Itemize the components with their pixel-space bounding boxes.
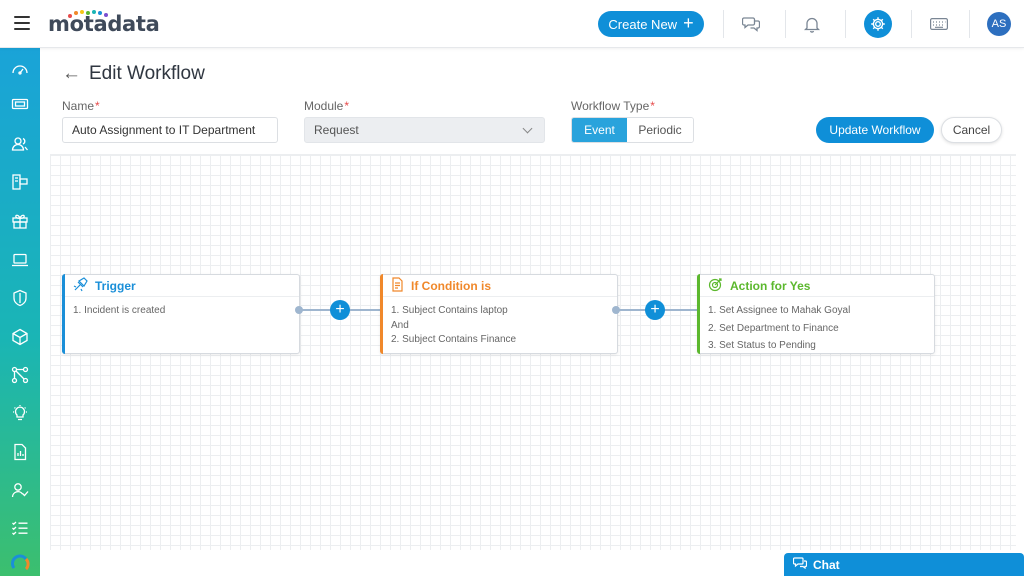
node-accent-bar (62, 274, 65, 354)
divider (969, 10, 970, 38)
left-sidebar (0, 48, 40, 576)
type-option-event[interactable]: Event (572, 118, 627, 142)
laptop-icon[interactable] (10, 250, 30, 270)
add-step-button[interactable]: + (645, 300, 665, 320)
motadata-logo[interactable]: motadata (48, 10, 160, 38)
connector-dot (612, 306, 620, 314)
add-step-button[interactable]: + (330, 300, 350, 320)
node-line: And (391, 319, 409, 331)
page-title: ← Edit Workflow (62, 63, 205, 85)
node-line: 1. Set Assignee to Mahak Goyal (708, 305, 851, 316)
dashboard-icon[interactable] (10, 59, 30, 79)
workflow-type-toggle: Event Periodic (571, 117, 694, 143)
divider (785, 10, 786, 38)
node-title: If Condition is (411, 278, 491, 293)
logo-text: motadata (48, 12, 160, 36)
arrow-left-icon[interactable]: ← (62, 63, 81, 84)
chat-button[interactable]: Chat (784, 553, 1024, 576)
chat-bubbles-icon[interactable] (740, 13, 762, 35)
loader-icon (10, 554, 30, 574)
divider (911, 10, 912, 38)
node-line: 2. Subject Contains Finance (391, 334, 517, 345)
workflow-type-label: Workflow Type* (571, 99, 655, 113)
create-new-button[interactable]: Create New + (598, 11, 704, 37)
top-bar: motadata Create New + AS (0, 0, 1024, 48)
module-select[interactable]: Request (304, 117, 545, 143)
required-mark: * (650, 99, 655, 113)
create-new-label: Create New (608, 16, 678, 32)
gift-icon[interactable] (10, 211, 30, 231)
lightbulb-icon[interactable] (10, 403, 30, 423)
node-header: If Condition is (381, 275, 617, 297)
module-select-value: Request (314, 123, 359, 137)
condition-icon (391, 276, 404, 295)
workflow-type-label-text: Workflow Type (571, 99, 650, 113)
task-list-icon[interactable] (10, 518, 30, 538)
node-header: Trigger (63, 275, 299, 297)
node-body: 1. Set Assignee to Mahak Goyal 2. Set De… (698, 297, 934, 355)
target-icon (708, 277, 723, 295)
workflow-icon[interactable] (10, 365, 30, 385)
node-line: 1. Subject Contains laptop (391, 305, 508, 316)
cancel-button[interactable]: Cancel (941, 117, 1002, 143)
module-label: Module* (304, 99, 349, 113)
chat-icon (792, 557, 808, 572)
cube-icon[interactable] (10, 327, 30, 347)
node-line: 2. Set Department to Finance (708, 322, 839, 334)
update-workflow-button[interactable]: Update Workflow (816, 117, 934, 143)
workflow-node-trigger[interactable]: Trigger 1. Incident is created (62, 274, 300, 354)
name-field-value: Auto Assignment to IT Department (72, 123, 256, 137)
users-icon[interactable] (10, 134, 30, 154)
connector-dot (295, 306, 303, 314)
workflow-node-condition[interactable]: If Condition is 1. Subject Contains lapt… (380, 274, 618, 354)
user-check-icon[interactable] (10, 480, 30, 500)
shield-icon[interactable] (10, 288, 30, 308)
logo-dots (66, 10, 126, 20)
node-body: 1. Incident is created (63, 297, 299, 319)
divider (845, 10, 846, 38)
node-title: Action for Yes (730, 278, 811, 293)
divider (723, 10, 724, 38)
node-accent-bar (380, 274, 383, 354)
hamburger-menu-icon[interactable] (14, 16, 30, 30)
module-label-text: Module (304, 99, 344, 113)
required-mark: * (95, 99, 100, 113)
gear-icon[interactable] (864, 10, 892, 38)
node-accent-bar (697, 274, 700, 354)
chat-label: Chat (813, 557, 840, 572)
node-body: 1. Subject Contains laptop And 2. Subjec… (381, 297, 617, 348)
chevron-down-icon (522, 123, 533, 134)
name-label-text: Name (62, 99, 95, 113)
report-icon[interactable] (10, 442, 30, 462)
name-field[interactable]: Auto Assignment to IT Department (62, 117, 278, 143)
node-title: Trigger (95, 278, 136, 293)
ticket-icon[interactable] (10, 94, 30, 114)
bell-icon[interactable] (801, 13, 823, 35)
node-header: Action for Yes (698, 275, 934, 297)
keyboard-icon[interactable] (928, 13, 950, 35)
plus-icon: + (683, 13, 694, 33)
name-label: Name* (62, 99, 100, 113)
required-mark: * (344, 99, 350, 113)
avatar[interactable]: AS (987, 12, 1011, 36)
node-line: 1. Incident is created (73, 305, 166, 316)
workflow-node-action[interactable]: Action for Yes 1. Set Assignee to Mahak … (697, 274, 935, 354)
type-option-periodic[interactable]: Periodic (627, 118, 693, 142)
assets-icon[interactable] (10, 172, 30, 192)
trigger-icon (73, 276, 88, 295)
page-title-text: Edit Workflow (89, 63, 205, 84)
node-line: 3. Set Status to Pending (708, 340, 816, 351)
